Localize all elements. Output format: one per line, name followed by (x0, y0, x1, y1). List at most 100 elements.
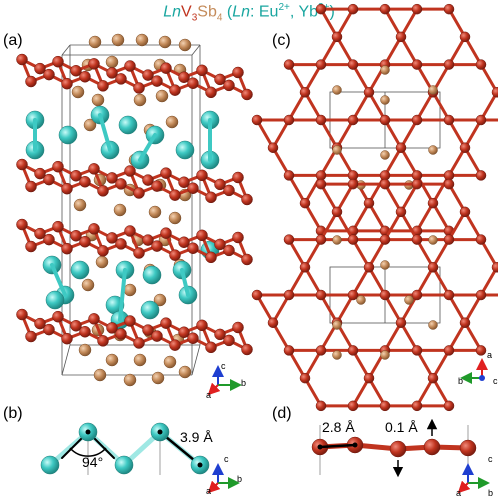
v-v-bond (287, 348, 307, 380)
v-atom (411, 400, 423, 412)
v-atom (251, 114, 263, 126)
v-v-bond (399, 293, 419, 325)
v-atom (196, 64, 208, 77)
v-v-bond (271, 146, 291, 177)
v-atom (70, 170, 82, 182)
v-atom (34, 227, 46, 240)
v-v-bond (399, 182, 419, 214)
v-atom (395, 31, 407, 43)
ln-atom (58, 125, 78, 145)
v-v-bond (319, 35, 339, 67)
sb-atom (113, 203, 127, 217)
v-v-bond (479, 63, 498, 94)
v-atom (124, 60, 136, 72)
v-atom (97, 335, 109, 347)
axis-d-right-label: b (488, 488, 493, 498)
v-atom (379, 114, 391, 126)
v-atom (133, 247, 145, 259)
v-v-bond (351, 90, 371, 122)
sb-atom (332, 145, 342, 155)
axis-c-up-label: a (487, 350, 492, 360)
v-atom (299, 262, 311, 273)
axis-triad (207, 463, 240, 494)
ln-ln-bond (138, 133, 157, 162)
sb-atom (165, 115, 179, 129)
v-v-bond (447, 7, 467, 39)
center-dot (197, 462, 203, 468)
v-v-bond (255, 293, 275, 325)
v-atom (443, 289, 455, 301)
v-atom (411, 178, 423, 190)
v-atom (106, 322, 118, 334)
v-atom (16, 308, 28, 321)
v-v-bond (431, 348, 451, 380)
v-v-bond (383, 146, 403, 177)
ln-atom (175, 140, 195, 160)
v-atom (475, 59, 487, 70)
v-v-bond (383, 321, 403, 352)
sb-atom (380, 150, 390, 160)
v-atom (115, 238, 127, 250)
v-atom (379, 3, 391, 15)
v-atom (151, 330, 163, 342)
v-atom (395, 142, 407, 153)
v-atom (427, 197, 439, 209)
v-v-bond (335, 210, 355, 242)
v-atom (16, 158, 28, 171)
v-atom (52, 310, 64, 323)
v-atom (178, 236, 190, 248)
v-atom (214, 178, 226, 191)
v-atom (443, 114, 455, 126)
v-v-bond (479, 238, 498, 269)
v-atom (70, 320, 82, 332)
v-atom (283, 59, 295, 70)
v-atom (379, 234, 391, 245)
center-dot (352, 442, 358, 448)
sb-atom (332, 320, 342, 330)
v-v-bond (447, 146, 467, 177)
ln-atom (70, 260, 90, 280)
v-atom (423, 438, 441, 456)
sb-atom (332, 350, 342, 360)
v-atom (70, 65, 82, 77)
v-atom (315, 3, 327, 15)
sb-atom (133, 353, 147, 367)
v-atom (443, 234, 455, 245)
v-atom (88, 163, 100, 175)
axis-arrow (457, 480, 471, 494)
v-v-bond (351, 63, 371, 94)
v-atom (178, 71, 190, 83)
sb-atom (380, 260, 390, 270)
v-atom (232, 66, 244, 79)
v-v-bond (335, 118, 355, 150)
v-v-bond (351, 376, 371, 408)
v-atom (475, 114, 487, 126)
v-atom (43, 68, 55, 81)
v-atom (283, 289, 295, 301)
panel-b-ln-zigzag (40, 422, 210, 475)
sb-atom (78, 343, 92, 357)
v-atom (459, 31, 471, 43)
v-atom (475, 345, 487, 356)
v-v-bond (367, 238, 387, 269)
title-v-sub: 3 (191, 12, 198, 24)
center-dot (157, 429, 163, 435)
title-sb-sub: 4 (216, 12, 223, 24)
cell-edge (191, 44, 201, 56)
v-v-bond (431, 376, 451, 408)
v-atom (88, 58, 100, 70)
v-v-bond (319, 182, 339, 214)
ln-atom (142, 265, 162, 285)
v-v-bond (335, 182, 355, 214)
v-atom (315, 289, 327, 301)
v-atom (151, 75, 163, 87)
sb-atom (148, 205, 162, 219)
v-atom (283, 170, 295, 181)
v-atom (411, 59, 423, 70)
v-atom (97, 185, 109, 197)
v-atom (151, 180, 163, 192)
v-atom (142, 234, 154, 246)
sb-atom (356, 295, 366, 305)
sb-atom (83, 118, 97, 132)
